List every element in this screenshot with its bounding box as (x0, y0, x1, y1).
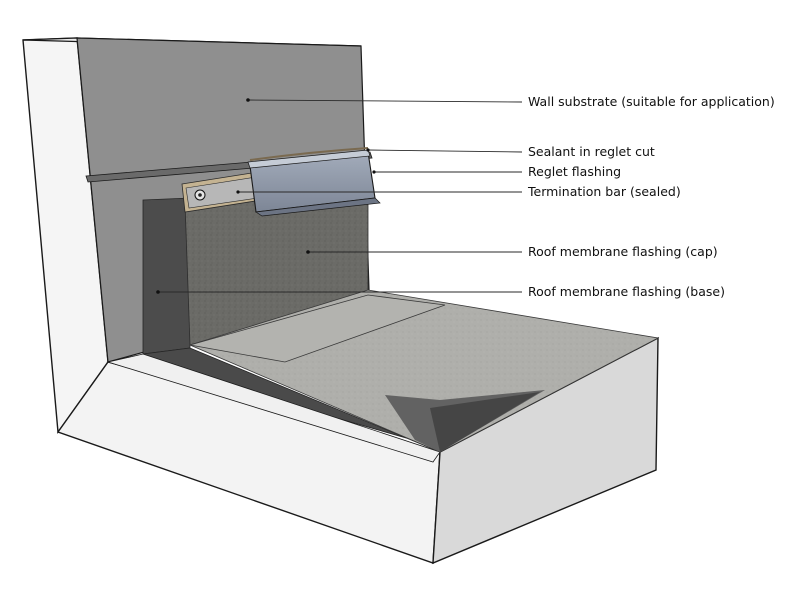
label-sealant: Sealant in reglet cut (528, 144, 655, 159)
membrane-base-wall (142, 197, 191, 355)
leader-sealant-dot (366, 148, 370, 152)
labels: Wall substrate (suitable for application… (527, 94, 775, 299)
label-membrane-base: Roof membrane flashing (base) (528, 284, 725, 299)
leader-sealant (367, 149, 523, 153)
leader-wall-substrate (247, 99, 523, 103)
membrane-lap-wedge (430, 392, 540, 452)
leader-membrane-cap-dot (306, 250, 310, 254)
membrane-cap-deck (189, 294, 446, 363)
reglet-flashing-top (247, 149, 371, 169)
substrate-block (22, 37, 659, 565)
label-wall-substrate: Wall substrate (suitable for application… (528, 94, 775, 109)
leader-reglet-flashing-dot (372, 170, 376, 174)
leader-membrane-base-dot (156, 290, 160, 294)
label-termination-bar: Termination bar (sealed) (527, 184, 681, 199)
label-reglet-flashing: Reglet flashing (528, 164, 621, 179)
sealant-bead (249, 147, 369, 161)
termination-bar-fastener-hole (198, 193, 202, 197)
leader-lines (156, 98, 523, 294)
label-membrane-cap: Roof membrane flashing (cap) (528, 244, 718, 259)
leader-wall-substrate-dot (246, 98, 250, 102)
leader-termination-bar-dot (236, 190, 240, 194)
reglet-flashing-lip (255, 197, 381, 217)
